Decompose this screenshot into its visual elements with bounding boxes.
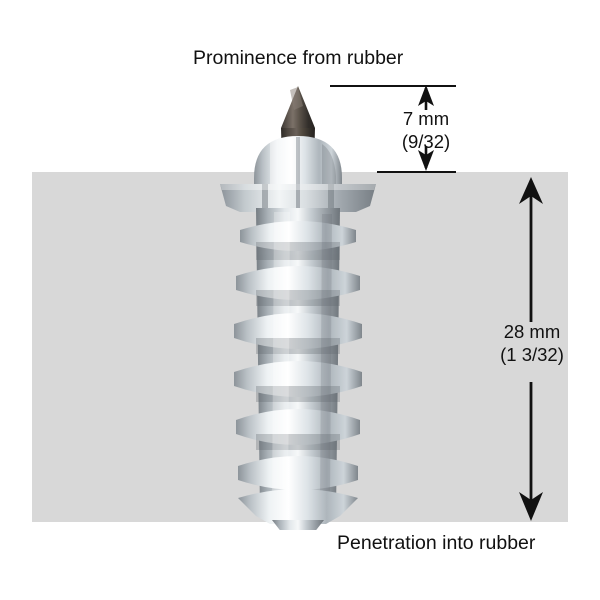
prominence-value-imperial: (9/32) xyxy=(401,131,451,152)
prominence-bottom-reference-line xyxy=(377,171,456,173)
penetration-value-imperial: (1 3/32) xyxy=(500,344,564,365)
penetration-value-metric: 28 mm xyxy=(503,321,561,342)
prominence-value-metric: 7 mm xyxy=(402,108,450,129)
penetration-dimension-label: 28 mm (1 3/32) xyxy=(491,320,573,366)
prominence-dimension-label: 7 mm (9/32) xyxy=(386,107,466,153)
penetration-caption: Penetration into rubber xyxy=(337,532,536,554)
prominence-top-reference-line xyxy=(330,85,456,87)
prominence-caption: Prominence from rubber xyxy=(193,47,404,69)
tire-stud-illustration xyxy=(220,86,376,530)
